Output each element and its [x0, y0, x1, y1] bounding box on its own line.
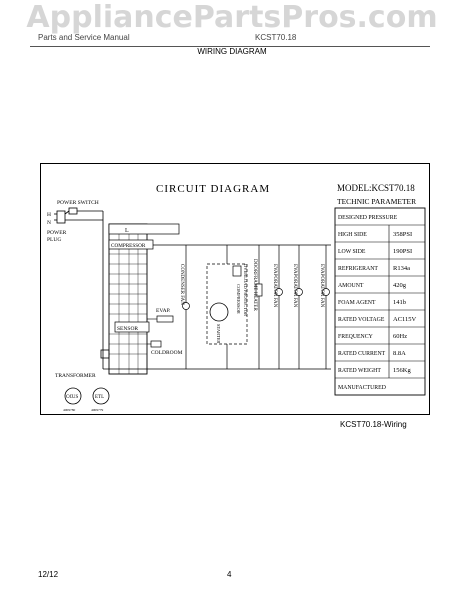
section-title: WIRING DIAGRAM — [197, 47, 267, 56]
cert-2-text: ETL — [95, 395, 104, 400]
spec-value: 156Kg — [393, 367, 411, 374]
spec-heading: TECHNIC PARAMETER — [337, 197, 416, 206]
condenser-fan-symbol — [182, 302, 190, 310]
wiring-diagram: CIRCUIT DIAGRAM POWER SWITCH H N POWER P… — [47, 183, 426, 412]
spec-label: HIGH SIDE — [338, 232, 367, 238]
cert-1-text: C€US — [66, 395, 78, 400]
power-switch-label: POWER SWITCH — [57, 200, 99, 206]
evaporator-fan-1-label: EVAPORATOR FAN — [272, 264, 277, 308]
transformer-symbol — [100, 349, 110, 359]
sensor-label: SENSOR — [117, 326, 138, 332]
page-number: 4 — [227, 570, 232, 579]
spec-value: 60Hz — [393, 333, 407, 340]
cert-2-sub: 4009779 — [91, 408, 104, 412]
evap-sensor — [156, 315, 174, 323]
spec-table — [334, 207, 426, 396]
evaporator-fan-3-label: EVAPORATOR FAN — [319, 264, 324, 308]
footer-date: 12/12 — [38, 570, 59, 579]
overload-protector-symbol — [232, 265, 242, 277]
l-box — [108, 223, 180, 235]
spec-value: 420g — [393, 282, 407, 289]
header-manual-title: Parts and Service Manual — [38, 33, 130, 42]
doorframe-heater-label: DOORFRAME HEATER — [252, 259, 257, 311]
overload-protector-label: OVERLOAD PROTECTOR — [243, 264, 248, 316]
compressor-box — [108, 239, 154, 250]
figure-caption: KCST70.18-Wiring — [340, 420, 407, 429]
diagram-frame: CIRCUIT DIAGRAM POWER SWITCH H N POWER P… — [40, 163, 430, 415]
model-line: MODEL:KCST70.18 — [337, 183, 415, 193]
power-switch-symbol — [68, 207, 78, 215]
h-label: H — [47, 212, 51, 218]
condenser-fan-label: CONDENSER FAN — [179, 264, 184, 305]
evaporator-fan-1-symbol — [275, 288, 283, 296]
compressor-motor-symbol — [209, 302, 229, 322]
spec-value: R134a — [393, 265, 410, 272]
etl-mark-2 — [92, 387, 110, 405]
cert-1-sub: 4009780 — [63, 408, 76, 412]
etl-mark-1 — [64, 387, 82, 405]
spec-label: LOW SIDE — [338, 249, 366, 255]
controller-grid — [109, 224, 147, 374]
diagram-title: CIRCUIT DIAGRAM — [156, 183, 270, 195]
switch-lead — [64, 210, 70, 215]
coldroom-sensor — [150, 340, 162, 348]
spec-label: DESIGNED PRESSURE — [338, 215, 398, 221]
plug-label: PLUG — [47, 237, 61, 243]
spec-label: RATED CURRENT — [338, 351, 386, 357]
spec-label: MANUFACTURED — [338, 385, 386, 391]
evaporator-fan-2-symbol — [295, 288, 303, 296]
header-rule — [30, 46, 430, 47]
spec-value: 8.8A — [393, 350, 406, 357]
coldroom-label: COLDROOM — [151, 350, 183, 356]
doorframe-heater-symbol — [255, 283, 263, 297]
spec-label: RATED WEIGHT — [338, 368, 381, 374]
spec-value: 141b — [393, 299, 406, 306]
compressor-v-label: COMPRESSOR — [236, 284, 241, 314]
spec-value: AC115V — [393, 316, 417, 323]
spec-rows: DESIGNED PRESSURE HIGH SIDE 358PSI LOW SIDE… — [335, 215, 425, 391]
power-label: POWER — [47, 230, 67, 236]
evaporator-fan-3-symbol — [322, 288, 330, 296]
spec-label: RATED VOLTAGE — [338, 317, 385, 323]
spec-value: 190PSI — [393, 248, 412, 255]
evaporator-fan-2-label: EVAPORATOR FAN — [292, 264, 297, 308]
n-label: N — [47, 220, 51, 226]
spec-label: AMOUNT — [338, 283, 364, 289]
compressor-label: COMPRESSOR — [111, 243, 146, 249]
watermark: AppliancePartsPros.com — [26, 0, 438, 35]
spec-value: 358PSI — [393, 231, 412, 238]
evap-label: EVAP. — [156, 308, 171, 314]
header-model: KCST70.18 — [255, 33, 297, 42]
plug-symbol — [56, 210, 66, 224]
spec-label: FREQUENCY — [338, 334, 374, 340]
spec-label: REFRIGERANT — [338, 266, 378, 272]
transformer-label: TRANSFORMER — [55, 373, 96, 379]
spec-label: FOAM AGENT — [338, 300, 376, 306]
sensor-box — [114, 321, 150, 333]
l-label: L — [125, 228, 129, 234]
starter-label: STARTER — [216, 324, 221, 343]
